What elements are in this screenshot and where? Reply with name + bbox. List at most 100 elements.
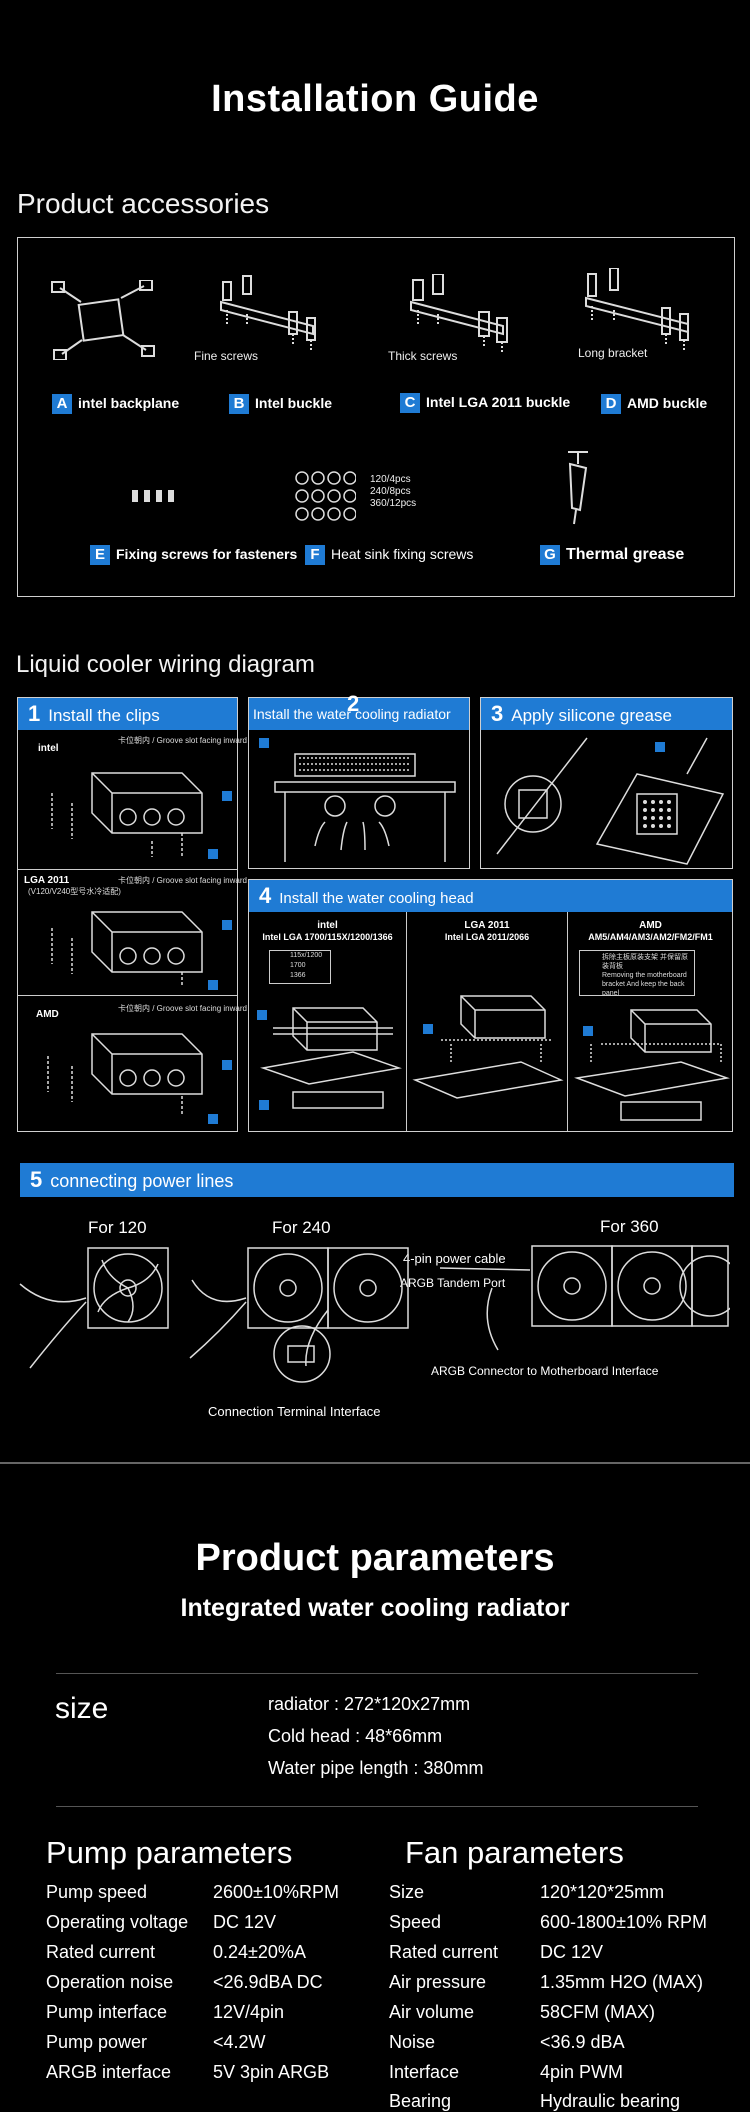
argb-port-label: ARGB Tandem Port: [400, 1276, 506, 1290]
terminal-interface-label: Connection Terminal Interface: [208, 1404, 381, 1419]
fan-value: <36.9 dBA: [540, 2032, 625, 2052]
heat-sink-screws-image: [295, 471, 356, 521]
step4-amd-diagram: [574, 1009, 730, 1121]
power-cable-label: 4-pin power cable: [403, 1251, 506, 1266]
wiring-title: Liquid cooler wiring diagram: [16, 651, 315, 678]
page-title: Installation Guide: [211, 78, 539, 120]
pump-value: <26.9dBA DC: [213, 1972, 323, 1992]
size-line-radiator: radiator : 272*120x27mm: [268, 1694, 471, 1714]
lga2011-note: (V120/V240型号水冷适配): [28, 887, 121, 896]
size-label: size: [55, 1692, 109, 1725]
fine-screws-label: Fine screws: [194, 349, 259, 363]
step4-lga2011-sockets: Intel LGA 2011/2066: [444, 932, 530, 942]
size-line-cold-head: Cold head : 48*66mm: [268, 1726, 443, 1746]
step4-intel-sockets: Intel LGA 1700/115X/1200/1366: [262, 932, 393, 942]
pump-value: 5V 3pin ARGB: [213, 2062, 330, 2082]
step4-intel-name: intel: [317, 920, 338, 931]
pump-value: 0.24±20%A: [213, 1942, 306, 1962]
badge-c: C: [400, 393, 420, 413]
fan-value: 4pin PWM: [540, 2062, 624, 2082]
step1-intel-diagram: [51, 772, 232, 859]
amd-bracket-note: 拆除主板原装支架 并保留原装背板 Removing the motherboar…: [579, 950, 695, 996]
platform-intel: intel: [38, 743, 59, 754]
pump-value: <4.2W: [213, 2032, 266, 2052]
pump-value: 2600±10%RPM: [213, 1882, 339, 1902]
badge-b: B: [229, 394, 249, 414]
step3-grease-diagram: [496, 737, 725, 865]
intel-socket-codes: 115x/1200 1700 1366: [269, 950, 331, 984]
fan-key: Speed: [389, 1912, 442, 1932]
thermal-grease-image: [568, 451, 588, 525]
fan-value: 58CFM (MAX): [540, 2002, 656, 2022]
pump-key: Pump interface: [46, 2002, 168, 2022]
label-for-360: For 360: [600, 1217, 659, 1236]
lga2011-buckle-image: [410, 274, 508, 354]
step1-amd-diagram: [47, 1033, 232, 1124]
params-title: Product parameters: [195, 1537, 555, 1579]
platform-lga2011: LGA 2011: [24, 875, 70, 886]
fan-title: Fan parameters: [405, 1835, 624, 1870]
amd-buckle-image: [585, 268, 689, 352]
params-divider-top: [56, 1673, 698, 1674]
badge-e: E: [90, 545, 110, 565]
fan-key: Air volume: [389, 2002, 475, 2022]
fan-key: Bearing: [389, 2091, 452, 2111]
step4-amd-name: AMD: [639, 920, 662, 931]
step4-amd-sockets: AM5/AM4/AM3/AM2/FM2/FM1: [588, 932, 713, 942]
step4-intel-diagram: [257, 1007, 402, 1110]
accessories-title: Product accessories: [17, 188, 270, 219]
step2-radiator-diagram: [259, 738, 456, 862]
fan-key: Size: [389, 1882, 425, 1902]
long-bracket-label: Long bracket: [578, 346, 648, 360]
fixing-screws-image: [132, 490, 174, 502]
pump-value: 12V/4pin: [213, 2002, 285, 2022]
argb-connector-label: ARGB Connector to Motherboard Interface: [431, 1364, 659, 1378]
fan-key: Air pressure: [389, 1972, 487, 1992]
intel-buckle-image: [220, 275, 316, 352]
pump-key: Pump power: [46, 2032, 148, 2052]
fan-value: Hydraulic bearing: [540, 2091, 681, 2111]
badge-g: G: [540, 545, 560, 565]
intel-backplane-image: [51, 280, 155, 360]
size-line-pipe: Water pipe length : 380mm: [268, 1758, 484, 1778]
pump-title: Pump parameters: [46, 1835, 293, 1870]
groove-note-3: 卡位朝内 / Groove slot facing inward: [118, 1004, 247, 1013]
pump-key: Operating voltage: [46, 1912, 189, 1932]
fan-key: Interface: [389, 2062, 460, 2082]
step1-lga2011-diagram: [51, 911, 232, 990]
badge-d: D: [601, 394, 621, 414]
params-divider-bottom: [56, 1806, 698, 1807]
pump-key: Pump speed: [46, 1882, 148, 1902]
pump-key: Rated current: [46, 1942, 156, 1962]
thick-screws-label: Thick screws: [388, 349, 458, 363]
fan-key: Rated current: [389, 1942, 499, 1962]
pump-value: DC 12V: [213, 1912, 277, 1932]
section-divider: [0, 1462, 750, 1464]
groove-note-2: 卡位朝内 / Groove slot facing inward: [118, 876, 247, 885]
label-for-120: For 120: [88, 1218, 147, 1237]
badge-a: A: [52, 394, 72, 414]
screw-quantities: 120/4pcs 240/8pcs 360/12pcs: [370, 474, 417, 509]
fan-value: DC 12V: [540, 1942, 604, 1962]
groove-note-1: 卡位朝内 / Groove slot facing inward: [118, 736, 247, 745]
label-for-240: For 240: [272, 1218, 331, 1237]
step2-panel: 2 Install the water cooling radiator: [248, 691, 470, 869]
step4-lga2011-name: LGA 2011: [464, 920, 510, 931]
pump-key: Operation noise: [46, 1972, 174, 1992]
params-subtitle: Integrated water cooling radiator: [180, 1594, 570, 1622]
platform-amd: AMD: [36, 1009, 59, 1020]
